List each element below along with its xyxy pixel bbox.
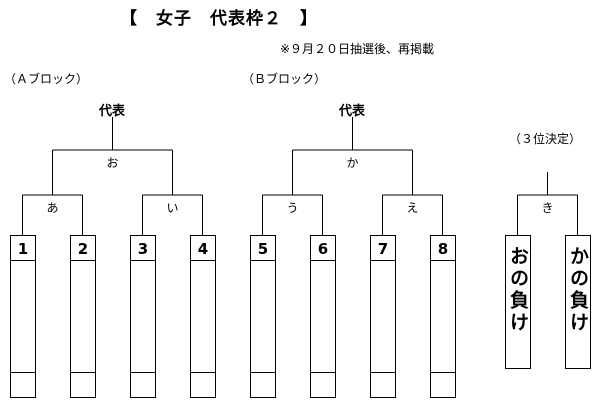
lottery-note: ※９月２０日抽選後、再掲載 [280, 42, 435, 56]
block-a-representative: 代表 [99, 104, 126, 119]
third-slot-right-text: かの負け [567, 246, 589, 334]
third-slot-right-box [565, 235, 591, 369]
match-label-u: う [286, 201, 298, 215]
slot-7-number: 7 [378, 240, 388, 258]
block-b-representative: 代表 [339, 104, 366, 119]
slot-3-number: 3 [138, 240, 148, 258]
match-label-o: お [106, 156, 118, 170]
slot-1-box [10, 235, 36, 398]
block-a-label: （Ａブロック） [4, 72, 89, 86]
slot-4-box [190, 235, 216, 398]
slot-6-box [310, 235, 336, 398]
slot-5-box [250, 235, 276, 398]
slot-6-number: 6 [318, 240, 328, 258]
slot-8-number: 8 [438, 240, 448, 258]
match-label-ki: き [541, 201, 553, 215]
slot-7-box [370, 235, 396, 398]
page-title: 【 女子 代表枠２ 】 [120, 9, 318, 29]
slot-2-box [70, 235, 96, 398]
slot-1-number: 1 [18, 240, 28, 258]
match-label-a: あ [46, 201, 58, 215]
slot-2-number: 2 [78, 240, 88, 258]
slot-3-box [130, 235, 156, 398]
third-slot-left-box [505, 235, 531, 369]
third-slot-left-text: おの負け [507, 246, 529, 334]
block-b-label: （Ｂブロック） [242, 72, 327, 86]
match-label-i: い [166, 201, 178, 215]
slot-5-number: 5 [258, 240, 268, 258]
match-label-e: え [406, 201, 418, 215]
match-label-ka: か [346, 156, 358, 170]
slot-4-number: 4 [198, 240, 208, 258]
slot-8-box [430, 235, 456, 398]
third-place-label: （３位決定） [509, 132, 582, 146]
